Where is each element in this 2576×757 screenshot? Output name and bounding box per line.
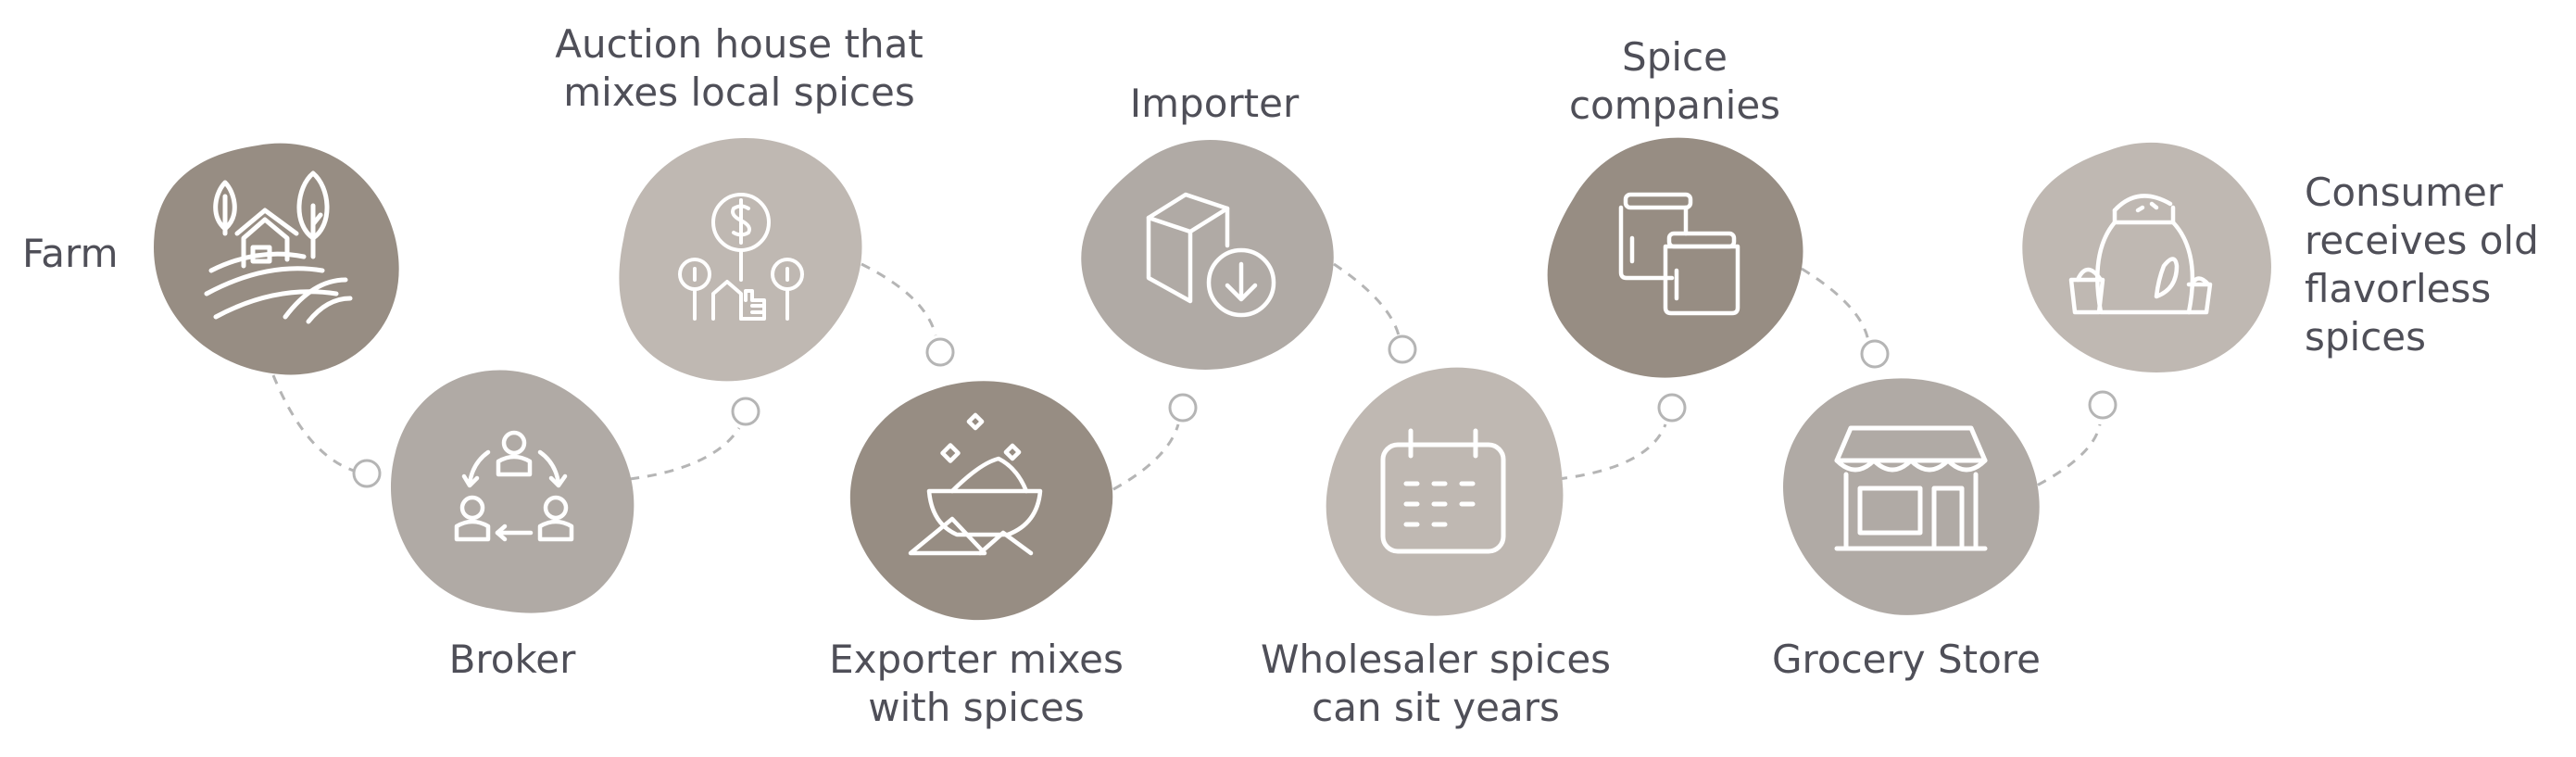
step-spice-companies <box>1502 86 1848 434</box>
label-spice-companies-line-2: companies <box>1568 82 1781 128</box>
node-3 <box>925 337 955 367</box>
label-exporter: Exporter mixes with spices <box>829 636 1124 732</box>
label-grocery: Grocery Store <box>1772 636 2041 684</box>
label-broker-line-1: Broker <box>448 637 576 682</box>
blob-consumer <box>2005 123 2288 395</box>
node-1 <box>352 459 382 488</box>
box-import-icon <box>1146 192 1276 318</box>
blob-wholesaler <box>1316 356 1575 627</box>
connector-spice-grocery <box>1801 267 1870 342</box>
step-consumer <box>2005 123 2288 395</box>
connector-importer-wholesaler <box>1333 262 1401 336</box>
spice-bowl-icon <box>908 412 1043 556</box>
connector-auction-exporter <box>861 262 937 336</box>
node-4 <box>1168 393 1198 423</box>
label-consumer-line-4: spices <box>2305 314 2427 360</box>
label-consumer: Consumer receives old flavorless spices <box>2305 169 2539 361</box>
label-grocery-line-1: Grocery Store <box>1771 637 2042 682</box>
step-auction <box>584 102 893 419</box>
node-5 <box>1388 334 1417 364</box>
label-importer: Importer <box>1130 80 1300 128</box>
node-2 <box>731 397 760 426</box>
label-importer-line-1: Importer <box>1129 81 1300 126</box>
connector-farm-broker <box>271 374 355 473</box>
label-wholesaler-line-2: can sit years <box>1312 685 1560 730</box>
label-broker: Broker <box>449 636 576 684</box>
label-spice-companies-line-1: Spice <box>1622 34 1728 80</box>
spice-jars-icon <box>1618 192 1740 316</box>
node-6 <box>1657 393 1687 423</box>
label-auction: Auction house that mixes local spices <box>555 20 924 117</box>
connector-nodes <box>352 334 2117 488</box>
blob-importer <box>1044 95 1373 420</box>
label-spice-companies: Spice companies <box>1569 33 1780 130</box>
connector-wholesaler-spice <box>1557 423 1667 481</box>
label-exporter-line-1: Exporter mixes <box>829 637 1124 682</box>
step-farm <box>154 143 399 375</box>
blob-grocery <box>1766 356 2056 635</box>
step-broker <box>355 339 672 648</box>
label-consumer-line-3: flavorless <box>2305 266 2492 311</box>
calendar-icon <box>1380 428 1506 554</box>
connector-broker-auction <box>629 427 741 481</box>
label-wholesaler-line-1: Wholesaler spices <box>1260 637 1612 682</box>
label-consumer-line-1: Consumer <box>2305 170 2504 215</box>
node-7 <box>1860 339 1890 369</box>
label-wholesaler: Wholesaler spices can sit years <box>1261 636 1611 732</box>
money-tree-icon <box>678 193 804 321</box>
spice-sack-icon <box>2068 194 2213 315</box>
blob-auction <box>584 102 893 419</box>
blob-farm <box>154 143 399 375</box>
label-auction-line-2: mixes local spices <box>563 69 915 115</box>
storefront-icon <box>1834 425 1988 551</box>
step-wholesaler <box>1316 356 1575 627</box>
label-auction-line-1: Auction house that <box>555 21 924 67</box>
label-consumer-line-2: receives old <box>2305 218 2539 263</box>
blob-spice-companies <box>1502 86 1848 434</box>
blob-exporter <box>810 330 1152 666</box>
people-cycle-icon <box>454 430 574 542</box>
farm-icon <box>204 170 353 324</box>
step-exporter <box>810 330 1152 666</box>
connectors <box>271 262 2102 499</box>
step-importer <box>1044 95 1373 420</box>
label-exporter-line-2: with spices <box>868 685 1085 730</box>
label-farm-line-1: Farm <box>22 231 119 276</box>
label-farm: Farm <box>22 230 118 278</box>
blob-broker <box>355 339 672 648</box>
step-grocery <box>1766 356 2056 635</box>
node-8 <box>2088 390 2117 420</box>
